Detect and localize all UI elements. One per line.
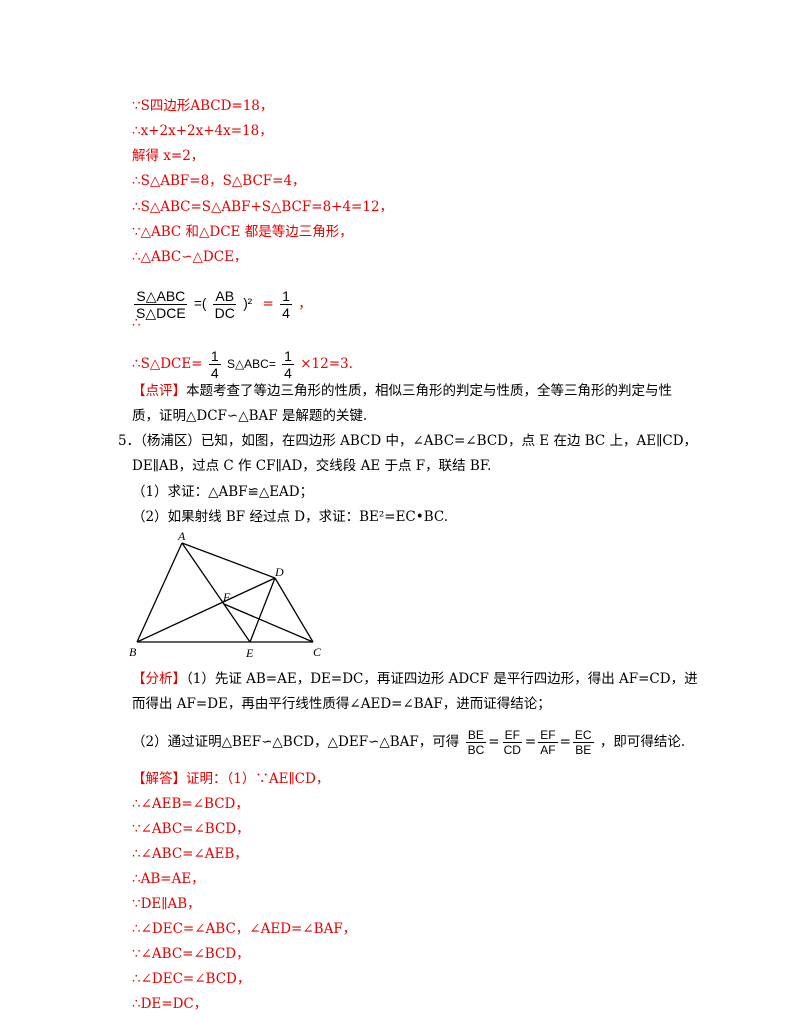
answer-line-1: 【解答】证明：（1）∵AE∥CD， xyxy=(132,771,330,787)
comment-label: 【点评】 xyxy=(132,383,186,399)
solution-line-2: ∴x+2x+2x+4x=18， xyxy=(132,123,273,139)
comment-line-1: 【点评】本题考查了等边三角形的性质，相似三角形的判定与性质，全等三角形的判定与性 xyxy=(132,383,672,399)
analysis-label: 【分析】 xyxy=(132,671,186,687)
point-label-f: F xyxy=(222,590,231,604)
ratio-fraction-ef-cd: EF CD xyxy=(502,728,522,757)
result-fraction: 1 4 xyxy=(280,288,292,321)
answer-step: ∵∠ABC=∠BCD， xyxy=(132,946,250,962)
point-label-a: A xyxy=(177,529,186,543)
problem-stem-2: DE∥AB，过点 C 作 CF∥AD，交线段 AE 于点 F，联结 BF. xyxy=(132,458,492,474)
answer-label: 【解答】 xyxy=(132,771,186,787)
geometry-figure: A B C D E F xyxy=(129,529,322,660)
problem-number: 5． xyxy=(118,433,141,449)
answer-step: ∵∠ABC=∠BCD， xyxy=(132,821,250,837)
point-label-b: B xyxy=(129,645,137,659)
ratio-fraction-ec-be: EC BE xyxy=(572,728,594,757)
analysis-line-2: 而得出 AF=DE，再由平行线性质得∠AED=∠BAF，进而证得结论； xyxy=(132,696,551,712)
point-label-c: C xyxy=(313,645,322,659)
problem-stem-1: 5．（杨浦区）已知，如图，在四边形 ABCD 中，∠ABC=∠BCD，点 E 在… xyxy=(118,433,698,449)
answer-step: ∴∠AEB=∠BCD， xyxy=(132,796,249,812)
question-1: （1）求证：△ABF≌△EAD； xyxy=(132,484,314,500)
solution-line-1: ∵S四边形ABCD=18， xyxy=(132,98,274,114)
answer-step: ∴DE=DC， xyxy=(132,996,208,1012)
question-2: （2）如果射线 BF 经过点 D，求证：BE²=EC•BC. xyxy=(132,509,449,525)
one-quarter-fraction-2: 1 4 xyxy=(282,348,294,381)
therefore-symbol: ∴ xyxy=(132,315,141,331)
analysis-line-1: 【分析】（1）先证 AB=AE，DE=DC，再证四边形 ADCF 是平行四边形，… xyxy=(132,671,698,687)
ratio-equation: S△ABC S△DCE =( AB DC )² = 1 4 ， xyxy=(134,288,312,321)
analysis-line-3: （2）通过证明△BEF∽△BCD，△DEF∽△BAF，可得 BE BC = EF… xyxy=(132,728,686,757)
answer-step: ∵DE∥AB， xyxy=(132,896,201,912)
comment-line-2: 质，证明△DCF∽△BAF 是解题的关键. xyxy=(132,408,368,424)
solution-line-3: 解得 x=2， xyxy=(132,148,205,164)
side-ratio-fraction: AB DC xyxy=(213,288,237,321)
area-ratio-fraction: S△ABC S△DCE xyxy=(134,288,188,321)
solution-line-9: ∴S△DCE= 1 4 S△ABC= 1 4 ×12=3. xyxy=(132,348,353,381)
one-quarter-fraction: 1 4 xyxy=(208,348,221,381)
answer-step: ∴∠ABC=∠AEB， xyxy=(132,846,248,862)
solution-line-6: ∵△ABC 和△DCE 都是等边三角形， xyxy=(132,224,353,240)
point-label-d: D xyxy=(274,565,284,579)
solution-line-4: ∴S△ABF=8，S△BCF=4， xyxy=(132,173,306,189)
ratio-fraction-be-bc: BE BC xyxy=(465,728,486,757)
point-label-e: E xyxy=(245,646,254,660)
ratio-fraction-ef-af: EF AF xyxy=(538,728,558,757)
solution-line-7: ∴△ABC∽△DCE， xyxy=(132,249,248,265)
solution-line-5: ∴S△ABC=S△ABF+S△BCF=8+4=12， xyxy=(132,199,394,215)
answer-step: ∴AB=AE， xyxy=(132,871,205,887)
answer-step: ∴∠DEC=∠ABC，∠AED=∠BAF， xyxy=(132,921,357,937)
answer-step: ∴∠DEC=∠BCD， xyxy=(132,971,251,987)
